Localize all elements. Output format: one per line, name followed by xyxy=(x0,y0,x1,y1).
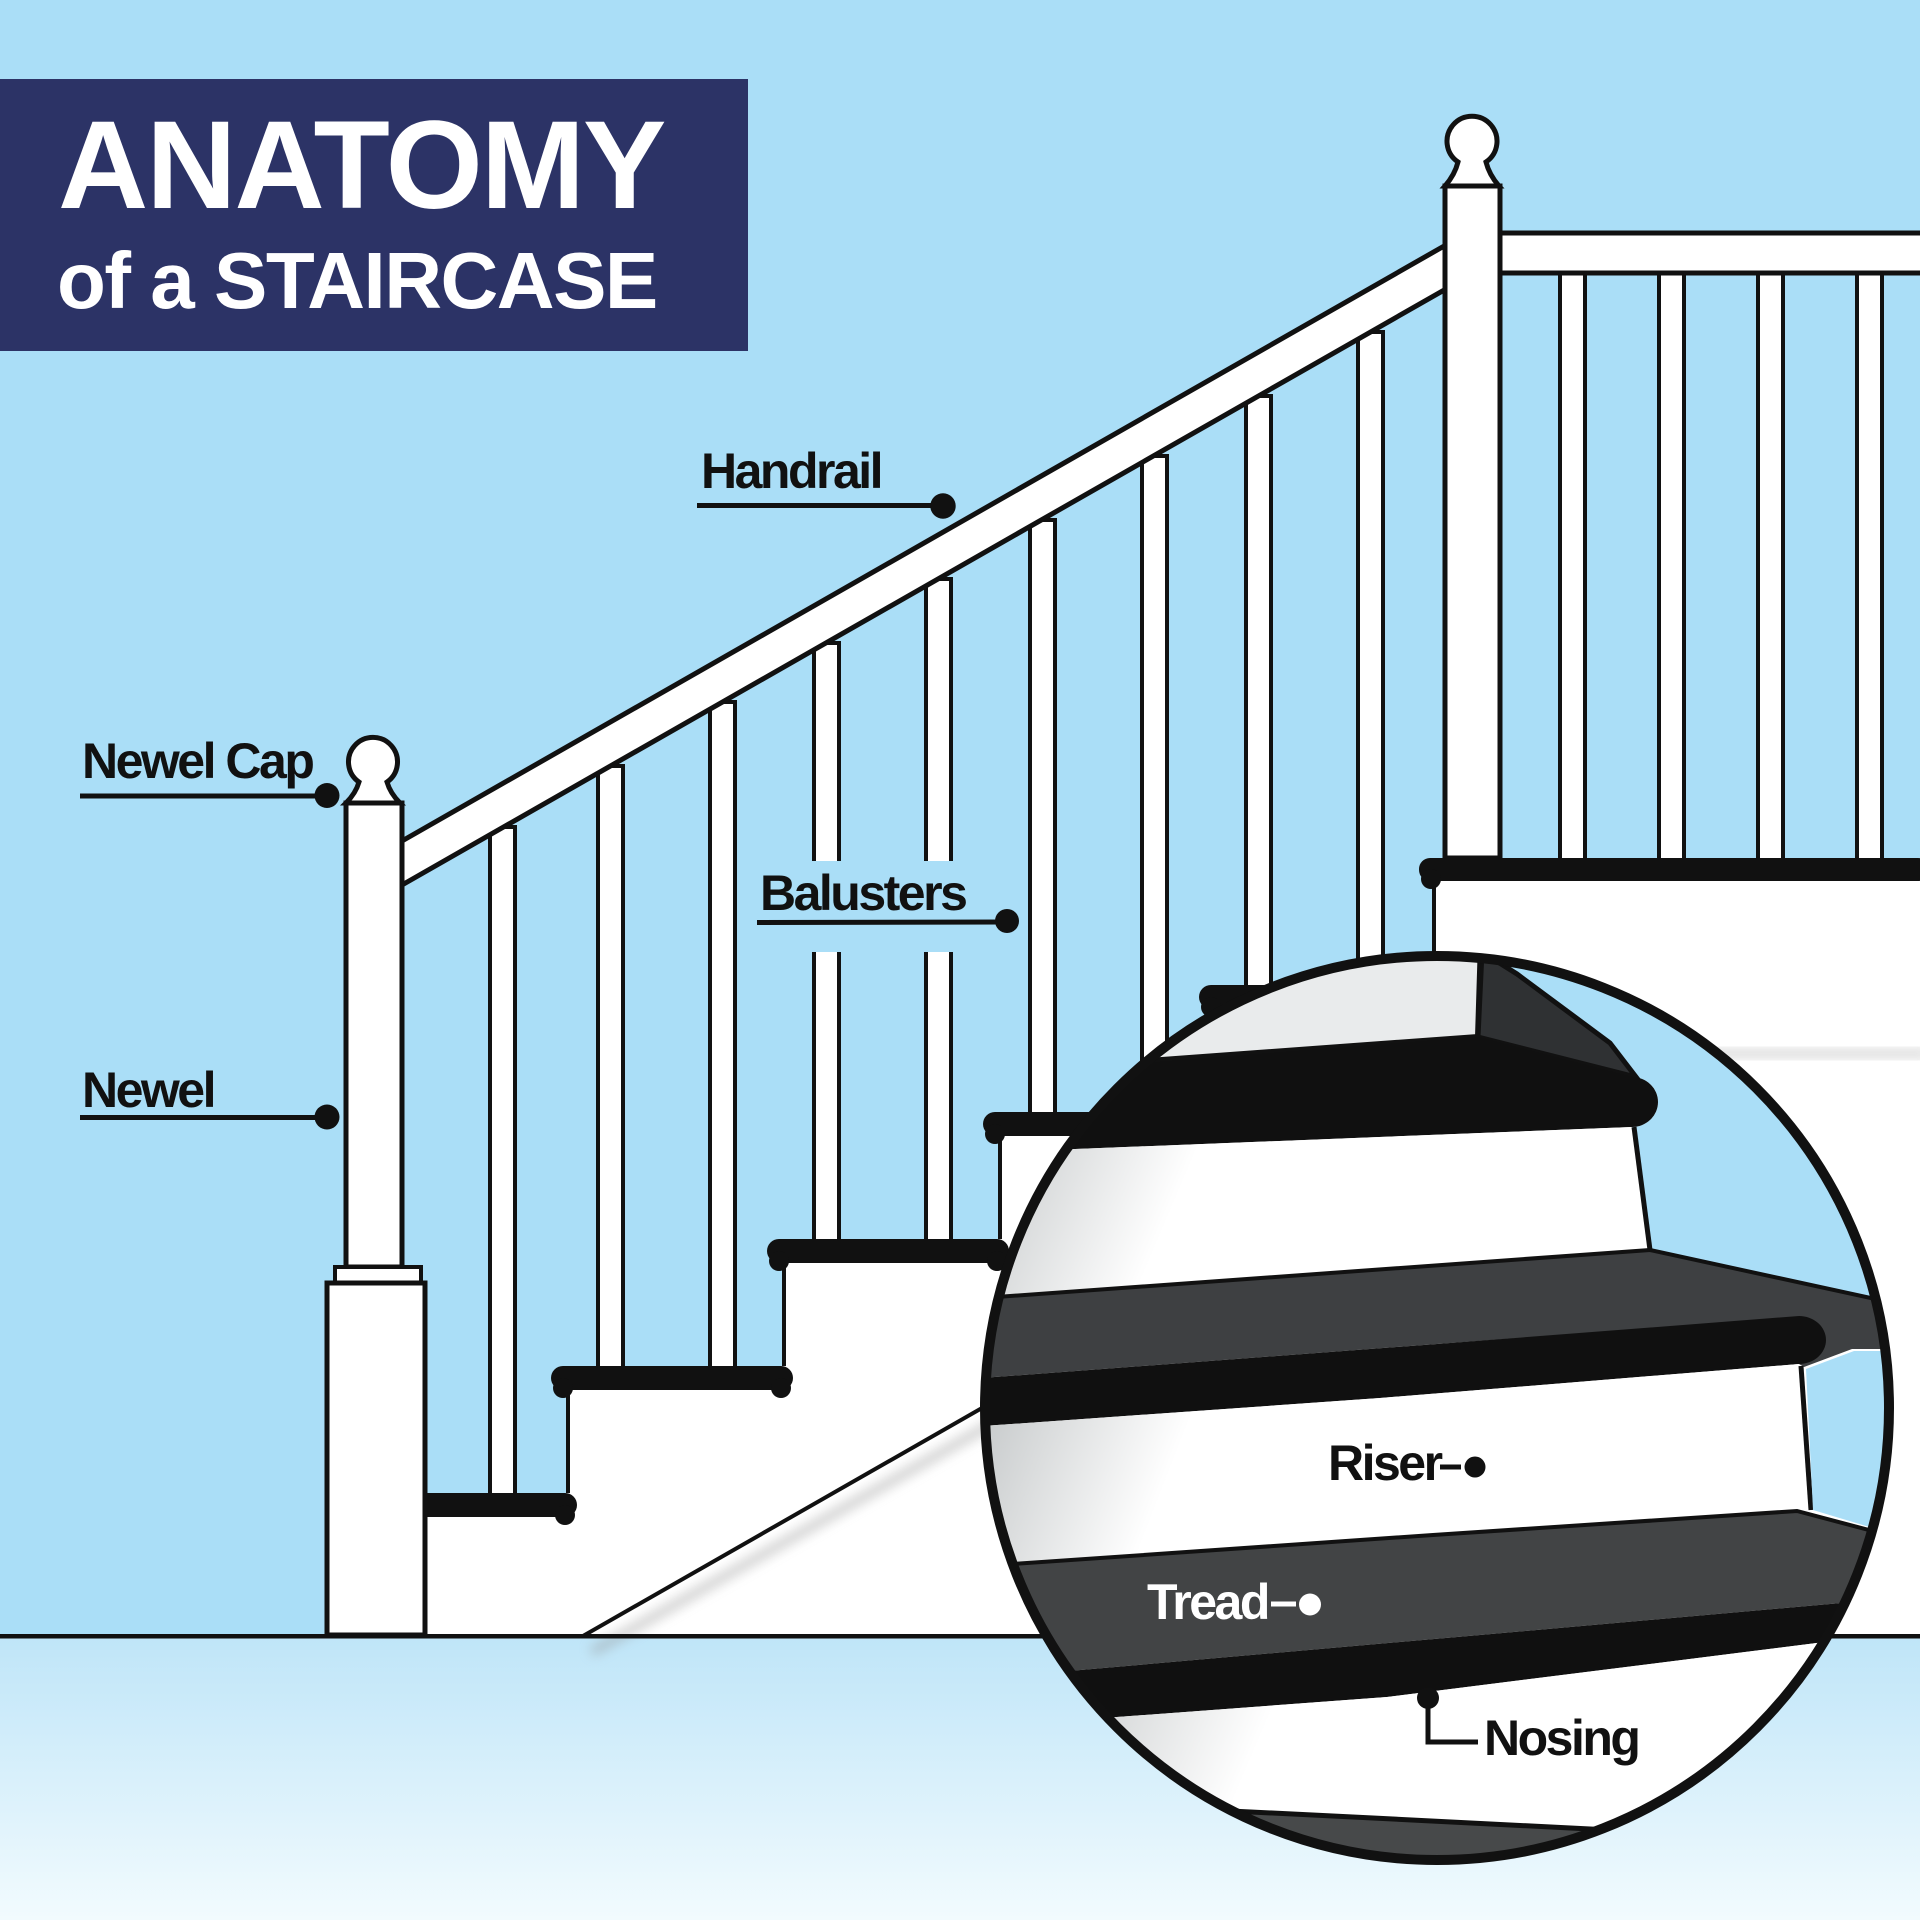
svg-text:Newel: Newel xyxy=(82,1062,214,1118)
svg-text:Balusters: Balusters xyxy=(760,865,966,921)
svg-text:Tread: Tread xyxy=(1147,1574,1268,1630)
svg-text:Handrail: Handrail xyxy=(701,443,881,499)
svg-text:Nosing: Nosing xyxy=(1484,1710,1638,1766)
svg-text:Riser: Riser xyxy=(1328,1435,1443,1491)
svg-text:Newel Cap: Newel Cap xyxy=(82,733,313,789)
svg-text:ANATOMY: ANATOMY xyxy=(58,96,665,235)
svg-text:of a STAIRCASE: of a STAIRCASE xyxy=(57,236,657,325)
